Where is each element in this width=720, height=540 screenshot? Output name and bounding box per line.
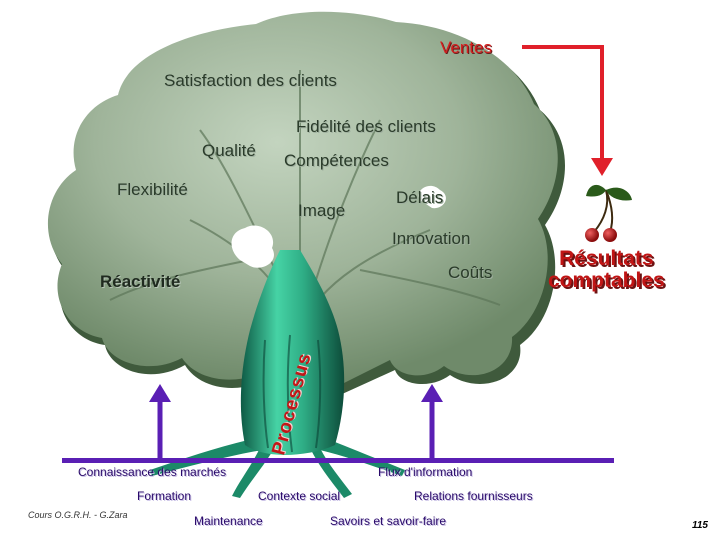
label-qualite: Qualité	[202, 141, 256, 160]
result-line-1: Résultats	[559, 247, 654, 270]
red-arrow	[522, 45, 613, 176]
result-line-2: comptables	[548, 269, 665, 292]
result-title: Résultats comptables	[548, 248, 665, 292]
label-innovation: Innovation	[392, 229, 471, 248]
cherries-icon	[585, 184, 632, 242]
ground-bar	[62, 458, 614, 463]
trunk	[240, 250, 345, 455]
label-connaissance-marches: Connaissance des marchés	[78, 465, 227, 479]
label-flux-information: Flux d'information	[378, 465, 473, 479]
purple-arrows	[149, 384, 443, 458]
label-ventes: Ventes	[440, 38, 492, 57]
label-flexibilite: Flexibilité	[117, 180, 188, 199]
label-formation: Formation	[137, 489, 192, 503]
label-competences: Compétences	[284, 151, 389, 170]
label-couts: Coûts	[448, 263, 493, 282]
label-delais: Délais	[396, 188, 444, 207]
label-contexte-social: Contexte social	[258, 489, 341, 503]
canopy	[47, 11, 558, 386]
canopy-gap	[231, 225, 274, 268]
label-fidelite: Fidélité des clients	[296, 117, 436, 136]
canopy-gap	[418, 185, 446, 209]
source-note: Cours O.G.R.H. - G.Zara	[28, 510, 128, 520]
label-reactivite: Réactivité	[100, 272, 181, 291]
label-satisfaction: Satisfaction des clients	[164, 71, 337, 90]
label-savoirs: Savoirs et savoir-faire	[330, 514, 447, 528]
label-relations-fournisseurs: Relations fournisseurs	[414, 489, 533, 503]
label-maintenance: Maintenance	[194, 514, 263, 528]
page-number: 115	[692, 520, 708, 531]
trunk-texture	[262, 334, 322, 453]
label-image: Image	[298, 201, 346, 220]
